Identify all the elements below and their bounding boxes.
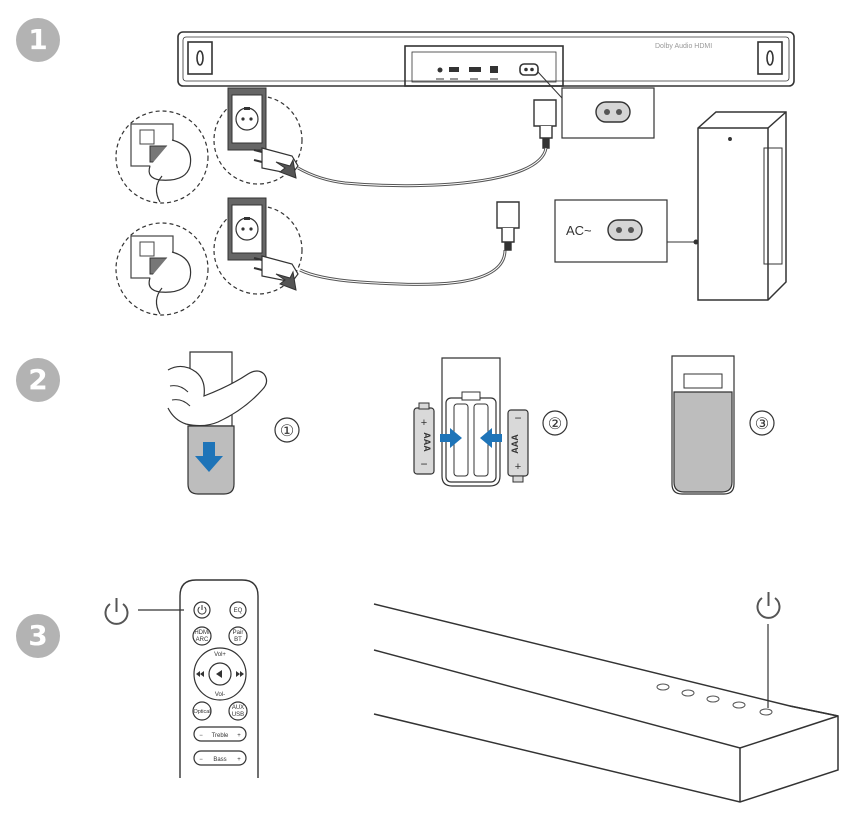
battery-right-plus: + [515, 461, 521, 473]
usb-label: USB [232, 712, 244, 718]
subwoofer-plug-connector [496, 201, 520, 251]
next-icon [236, 671, 244, 677]
remote-power-glyph [197, 605, 207, 615]
power-icon [104, 598, 129, 625]
ac-label: AC~ [566, 223, 592, 238]
battery-left-plus: + [421, 417, 427, 429]
soundbar-rear-ports [436, 63, 539, 80]
remote-bass-rocker[interactable] [193, 750, 247, 766]
bass-plus: + [237, 757, 241, 763]
soundbar-top-buttons [656, 683, 773, 716]
subwoofer-power-callout [554, 199, 699, 263]
treble-label: Treble [212, 733, 229, 739]
remote-aux-usb-button[interactable] [228, 701, 248, 721]
substep-1: ① [280, 423, 294, 440]
battery-left-minus: − [420, 457, 427, 471]
vol-minus-label: Vol- [215, 692, 225, 698]
soundbar-power-icon [756, 592, 781, 619]
soundbar-perspective [373, 603, 839, 803]
step-2-badge: 2 [16, 358, 60, 402]
treble-plus: + [237, 733, 241, 739]
bass-minus: − [199, 757, 203, 763]
brand-marks: Dolby Audio HDMI [655, 43, 712, 50]
battery-insertion [413, 357, 568, 487]
remote-pair-button[interactable] [228, 626, 248, 646]
remote-optical-button[interactable] [192, 701, 212, 721]
hdmi-label: HDMI [194, 630, 210, 636]
substep-3: ③ [755, 416, 769, 433]
play-icon [216, 670, 222, 678]
remote-hdmi-arc-button[interactable] [192, 626, 212, 646]
step-3-badge: 3 [16, 614, 60, 658]
battery-right-minus: − [514, 411, 521, 425]
soundbar-rear-view [177, 31, 795, 87]
step-1-badge: 1 [16, 18, 60, 62]
soundbar-plug-connector [533, 99, 557, 149]
substep-2: ② [548, 416, 562, 433]
wall-plug-group-upper [115, 87, 303, 204]
previous-icon [196, 671, 204, 677]
remote-treble-rocker[interactable] [193, 726, 247, 742]
subwoofer [697, 111, 787, 301]
battery-right-type: AAA [510, 434, 520, 454]
bt-label: BT [234, 637, 242, 643]
optical-label: Optical [193, 709, 210, 715]
remote-eq-button[interactable] [229, 601, 247, 619]
remote-cover-removal [167, 351, 300, 495]
bass-label: Bass [213, 757, 226, 763]
remote-cover-replaced [671, 355, 775, 495]
eq-label: EQ [234, 608, 243, 614]
arc-label: ARC [196, 637, 209, 643]
aux-label: AUX [232, 705, 244, 711]
pair-label: Pair [233, 630, 244, 636]
vol-plus-label: Vol+ [214, 652, 226, 658]
soundbar-power-cable [297, 147, 548, 188]
wall-plug-group-lower [115, 197, 303, 316]
battery-left-type: AAA [422, 432, 432, 452]
soundbar-power-callout [537, 71, 655, 139]
treble-minus: − [199, 733, 203, 739]
